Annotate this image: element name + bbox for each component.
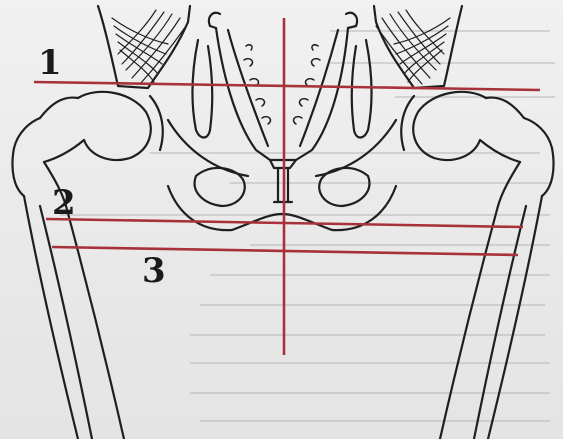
right-sacroiliac-joint: [352, 40, 372, 138]
left-shaft-inner: [40, 206, 92, 439]
right-femoral-shaft: [440, 196, 542, 439]
reference-line-1: [34, 82, 540, 90]
left-femoral-head: [78, 92, 151, 160]
right-acetabulum: [401, 96, 414, 150]
left-acetabulum: [150, 96, 163, 150]
right-femoral-head: [413, 92, 486, 160]
right-greater-trochanter: [498, 118, 554, 206]
line-2-label: 2: [52, 186, 76, 220]
right-femoral-neck: [480, 98, 524, 162]
sacrum: [216, 28, 348, 160]
left-femoral-shaft: [24, 196, 124, 439]
left-femoral-neck: [40, 98, 84, 162]
line-3-label: 3: [142, 254, 166, 288]
left-sacroiliac-joint: [192, 40, 212, 138]
sacrum-inner-left: [228, 30, 268, 146]
right-shaft-inner: [474, 206, 526, 439]
right-obturator-foramen: [319, 168, 369, 206]
line-1-label: 1: [38, 46, 62, 80]
left-obturator-foramen: [195, 168, 245, 206]
